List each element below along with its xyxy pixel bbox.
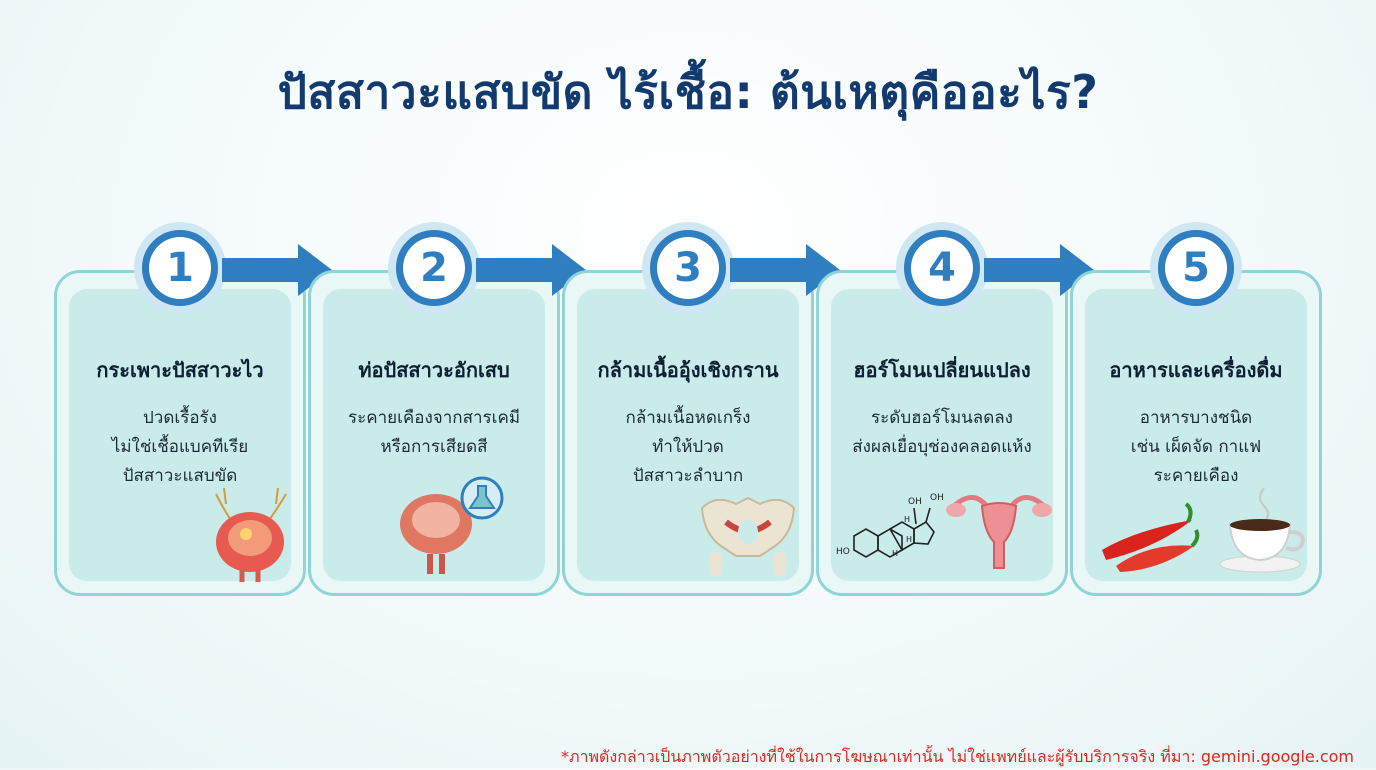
step-description-2: ระคายเคืองจากสารเคมี หรือการเสียดสี <box>308 404 560 462</box>
molecule-label-h2: H <box>906 535 912 544</box>
hormone-molecule-icon: HO OH OH H H H <box>836 493 944 558</box>
chili-icon <box>1102 502 1200 572</box>
molecule-label-oh-top: OH <box>908 497 922 507</box>
arrow-right-icon-3 <box>730 244 840 296</box>
urethra-chemical-icon <box>400 476 504 574</box>
step-2-line-1: ระคายเคืองจากสารเคมี <box>347 408 521 428</box>
arrow-right-icon-1 <box>222 244 332 296</box>
molecule-label-oh-side: OH <box>930 493 944 503</box>
uterus-icon <box>946 495 1052 569</box>
step-description-5: อาหารบางชนิด เช่น เผ็ดจัด กาแฟ ระคายเคือ… <box>1070 404 1322 491</box>
step-heading-1: กระเพาะปัสสาวะไว <box>96 358 264 382</box>
step-1-line-3: ปัสสาวะแสบขัด <box>122 466 238 486</box>
step-5-line-1: อาหารบางชนิด <box>1139 408 1253 428</box>
step-1-line-1: ปวดเรื้อรัง <box>143 408 217 428</box>
pelvis-icon <box>700 496 796 576</box>
step-4-line-2: ส่งผลเยื่อบุช่องคลอดแห้ง <box>852 437 1032 457</box>
step-badge-2: 2 <box>388 222 480 314</box>
step-card-3 <box>562 270 814 596</box>
step-badge-3: 3 <box>642 222 734 314</box>
step-1-line-2: ไม่ใช่เชื้อแบคทีเรีย <box>111 437 249 457</box>
disclaimer-footer: *ภาพดังกล่าวเป็นภาพตัวอย่างที่ใช้ในการโฆ… <box>560 747 1354 766</box>
step-description-4: ระดับฮอร์โมนลดลง ส่งผลเยื่อบุช่องคลอดแห้… <box>816 404 1068 462</box>
step-3-line-3: ปัสสาวะลำบาก <box>632 466 744 486</box>
coffee-cup-icon <box>1219 487 1305 573</box>
step-2-line-2: หรือการเสียดสี <box>380 437 488 457</box>
step-5-line-2: เช่น เผ็ดจัด กาแฟ <box>1130 437 1262 457</box>
step-description-1: ปวดเรื้อรัง ไม่ใช่เชื้อแบคทีเรีย ปัสสาวะ… <box>54 404 306 491</box>
step-4-line-1: ระดับฮอร์โมนลดลง <box>871 408 1013 428</box>
molecule-label-h3: H <box>904 515 910 524</box>
step-description-3: กล้ามเนื้อหดเกร็ง ทำให้ปวด ปัสสาวะลำบาก <box>562 404 814 491</box>
page-title: ปัสสาวะแสบขัด ไร้เชื้อ: ต้นเหตุคืออะไร? <box>277 65 1099 119</box>
step-3-line-1: กล้ามเนื้อหดเกร็ง <box>625 408 751 428</box>
step-heading-2: ท่อปัสสาวะอักเสบ <box>358 358 510 382</box>
inflamed-bladder-icon <box>215 487 287 582</box>
step-number-2: 2 <box>403 237 465 299</box>
step-heading-5: อาหารและเครื่องดื่ม <box>1109 358 1283 382</box>
step-card-4 <box>816 270 1068 596</box>
step-heading-4: ฮอร์โมนเปลี่ยนแปลง <box>853 358 1031 382</box>
arrow-right-icon-4 <box>984 244 1094 296</box>
step-badge-4: 4 <box>896 222 988 314</box>
step-number-4: 4 <box>911 237 973 299</box>
molecule-label-h1: H <box>892 549 898 558</box>
step-badge-1: 1 <box>134 222 226 314</box>
arrow-right-icon-2 <box>476 244 586 296</box>
step-5-line-3: ระคายเคือง <box>1153 466 1239 486</box>
step-number-3: 3 <box>657 237 719 299</box>
step-badge-5: 5 <box>1150 222 1242 314</box>
molecule-label-ho: HO <box>836 547 850 557</box>
step-heading-3: กล้ามเนื้ออุ้งเชิงกราน <box>597 358 779 382</box>
step-number-5: 5 <box>1165 237 1227 299</box>
step-number-1: 1 <box>149 237 211 299</box>
step-3-line-2: ทำให้ปวด <box>652 437 724 457</box>
